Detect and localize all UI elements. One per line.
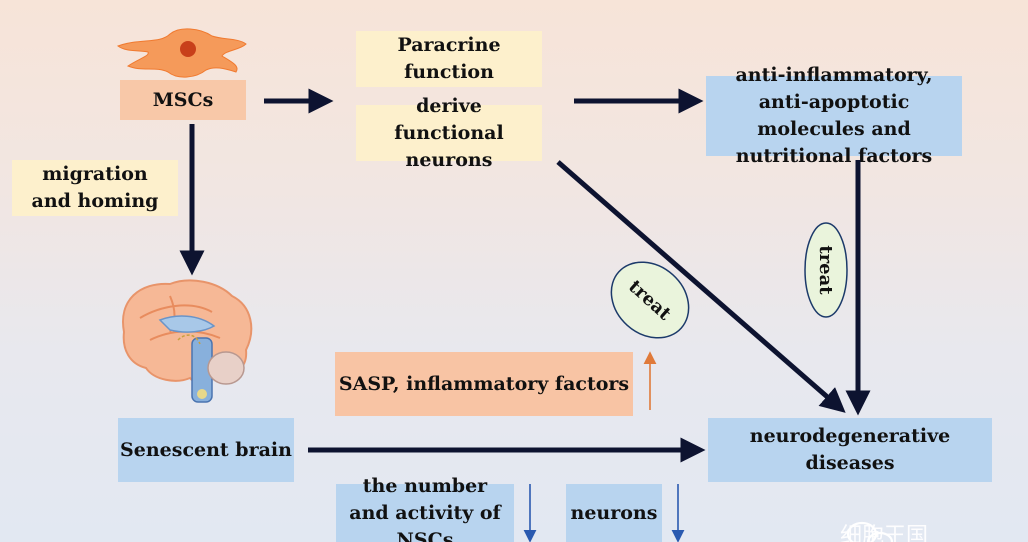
wechat-logo-icon bbox=[846, 521, 894, 542]
watermark-text: 细胞王国 bbox=[840, 524, 929, 542]
migration-label: migration and homing bbox=[31, 163, 159, 212]
mscs-label: MSCs bbox=[152, 88, 214, 111]
nscs-label: the number and activity of NSCs bbox=[349, 474, 501, 542]
neurodegenerative-label: neurodegenerative diseases bbox=[749, 425, 951, 474]
paracrine-label: Paracrine function bbox=[397, 34, 501, 83]
treat-ellipse-2 bbox=[804, 222, 848, 318]
migration-box: migration and homing bbox=[12, 160, 178, 216]
derive-neurons-box: derive functional neurons bbox=[356, 95, 542, 171]
sasp-label: SASP, inflammatory factors bbox=[338, 372, 630, 395]
paracrine-box: Paracrine function bbox=[356, 31, 542, 87]
anti-inflammatory-label: anti-inflammatory, anti-apoptotic molecu… bbox=[735, 64, 933, 167]
mscs-box: MSCs bbox=[120, 80, 246, 120]
arrow-derive-to-neuro bbox=[556, 160, 846, 413]
senescent-brain-box: Senescent brain bbox=[118, 418, 294, 482]
anti-inflammatory-box: anti-inflammatory, anti-apoptotic molecu… bbox=[706, 64, 962, 167]
sasp-box: SASP, inflammatory factors bbox=[335, 352, 633, 416]
neurons-box: neurons bbox=[566, 484, 662, 542]
neurodegenerative-box: neurodegenerative diseases bbox=[708, 418, 992, 482]
neurons-label: neurons bbox=[570, 501, 658, 524]
nscs-box: the number and activity of NSCs bbox=[336, 475, 514, 542]
derive-neurons-label: derive functional neurons bbox=[394, 94, 504, 171]
treat-ellipse-1 bbox=[610, 261, 690, 339]
treat-label-2: treat bbox=[815, 245, 837, 295]
senescent-brain-label: Senescent brain bbox=[120, 438, 292, 461]
